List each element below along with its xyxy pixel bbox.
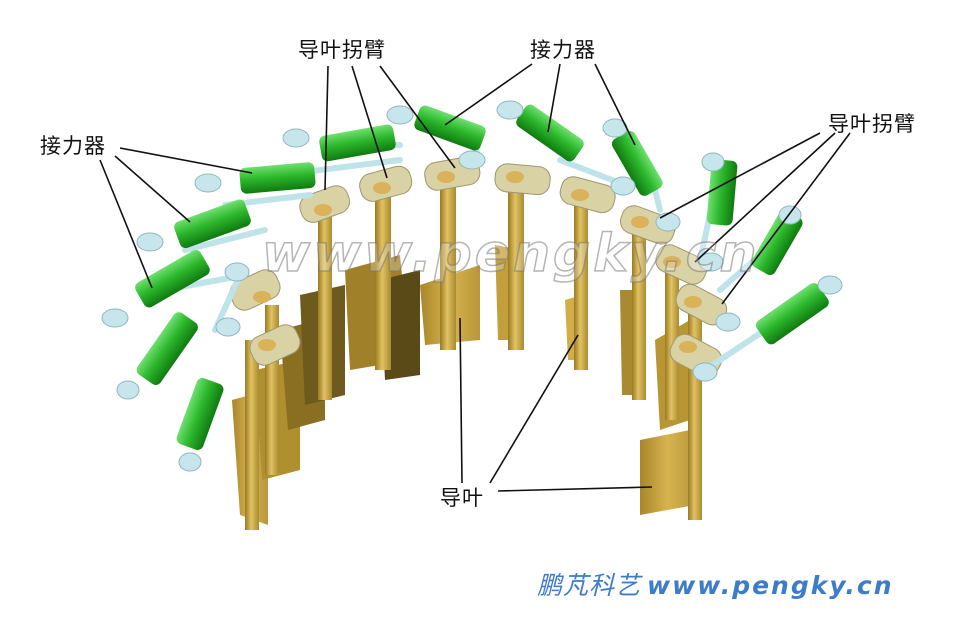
label-guide-vane-arm-right: 导叶拐臂	[828, 112, 916, 136]
label-servomotor-left: 接力器	[40, 134, 106, 158]
arm-hubs	[253, 171, 702, 353]
credit-url: www.pengky.cn	[647, 571, 894, 600]
credit-brand: 鹏芃科艺	[537, 571, 642, 600]
label-guide-vane: 导叶	[440, 486, 484, 510]
label-servomotor-top: 接力器	[530, 38, 596, 62]
guide-vane-shafts	[245, 180, 702, 530]
leader-lines	[99, 63, 851, 492]
servomotors	[135, 104, 829, 450]
rod-end-clevises	[101, 100, 843, 472]
label-guide-vane-arm-top: 导叶拐臂	[298, 38, 386, 62]
